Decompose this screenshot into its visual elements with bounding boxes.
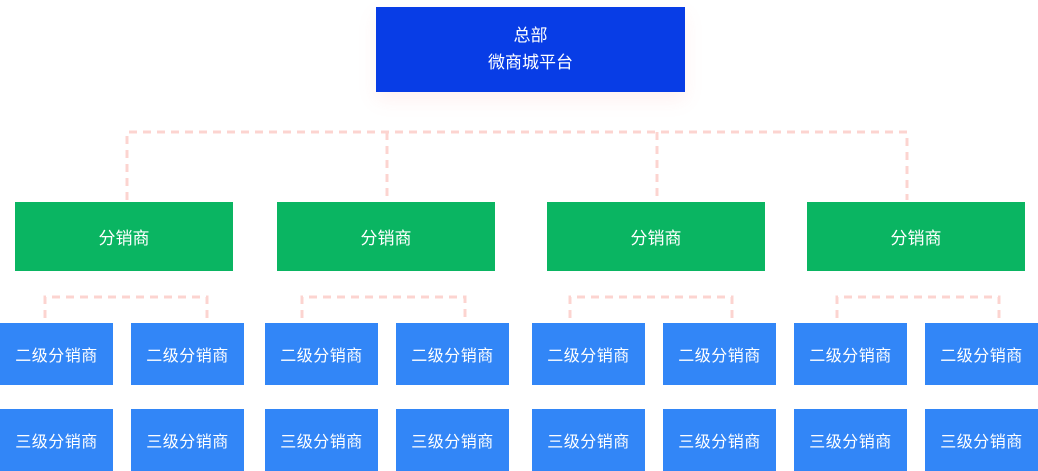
second-level-distributor-node: 二级分销商 [663,323,776,385]
third-level-distributor-node: 三级分销商 [131,409,244,471]
headquarters-node: 总部 微商城平台 [376,7,685,92]
third-level-distributor-node: 三级分销商 [532,409,645,471]
distributor-node: 分销商 [547,202,765,271]
third-level-distributor-node: 三级分销商 [663,409,776,471]
headquarters-title: 总部 [513,25,548,46]
distributor-node: 分销商 [15,202,233,271]
second-level-label: 二级分销商 [146,346,229,365]
second-level-distributor-node: 二级分销商 [532,323,645,385]
distributor-node: 分销商 [807,202,1025,271]
third-level-distributor-node: 三级分销商 [794,409,907,471]
third-level-distributor-node: 三级分销商 [396,409,509,471]
distributor-label: 分销商 [630,229,682,249]
third-level-distributor-node: 三级分销商 [265,409,378,471]
second-level-label: 二级分销商 [547,346,630,365]
third-level-label: 三级分销商 [547,432,630,451]
distributor-label: 分销商 [360,229,412,249]
distributor-2-children-connector [300,295,467,318]
third-level-label: 三级分销商 [809,432,892,451]
second-level-label: 二级分销商 [411,346,494,365]
second-level-label: 二级分销商 [809,346,892,365]
distributor-label: 分销商 [890,229,942,249]
second-level-label: 二级分销商 [940,346,1023,365]
second-level-distributor-node: 二级分销商 [0,323,113,385]
third-level-label: 三级分销商 [280,432,363,451]
third-level-distributor-node: 三级分销商 [925,409,1038,471]
second-level-distributor-node: 二级分销商 [131,323,244,385]
third-level-distributor-node: 三级分销商 [0,409,113,471]
hq-to-distributors-connector [125,130,909,200]
headquarters-subtitle: 微商城平台 [488,52,573,73]
third-level-label: 三级分销商 [940,432,1023,451]
third-level-label: 三级分销商 [15,432,98,451]
second-level-distributor-node: 二级分销商 [794,323,907,385]
third-level-label: 三级分销商 [678,432,761,451]
distributor-3-children-connector [568,295,734,318]
second-level-distributor-node: 二级分销商 [396,323,509,385]
second-level-label: 二级分销商 [678,346,761,365]
second-level-label: 二级分销商 [15,346,98,365]
second-level-distributor-node: 二级分销商 [265,323,378,385]
distributor-node: 分销商 [277,202,495,271]
distributor-4-children-connector [835,295,1001,318]
second-level-label: 二级分销商 [280,346,363,365]
second-level-distributor-node: 二级分销商 [925,323,1038,385]
third-level-label: 三级分销商 [146,432,229,451]
distributor-1-children-connector [43,295,209,318]
distributor-label: 分销商 [98,229,150,249]
third-level-label: 三级分销商 [411,432,494,451]
